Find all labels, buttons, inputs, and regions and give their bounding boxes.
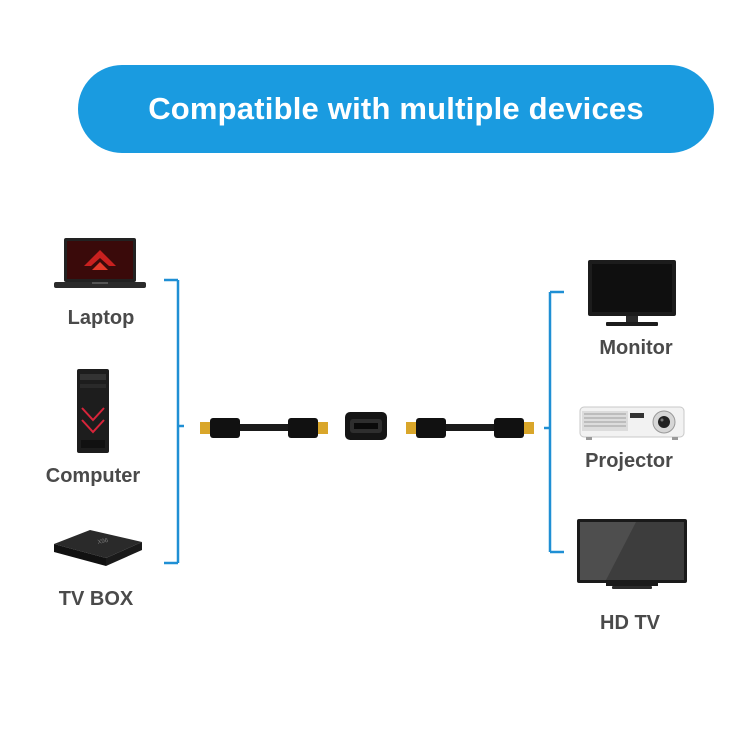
laptop-device [54,236,146,290]
projector-device [578,403,688,441]
title-banner: Compatible with multiple devices [78,65,714,153]
computer-tower-icon [76,368,110,454]
laptop-icon [54,236,146,290]
hdtv-label: HD TV [600,612,660,634]
banner-title: Compatible with multiple devices [148,91,644,126]
monitor-label: Monitor [599,337,673,359]
hd-tv-icon [576,518,688,590]
projector-label: Projector [585,450,673,472]
hdtv-device [576,518,688,590]
right-bracket [544,290,564,554]
computer-label: Computer [45,465,141,487]
hdmi-coupler [344,410,388,442]
projector-icon [578,403,688,441]
svg-text:X96: X96 [97,538,109,546]
tvbox-label: TV BOX [58,588,134,610]
hdmi-cable-left [200,410,328,446]
laptop-label: Laptop [67,307,135,329]
left-bracket [164,278,184,565]
hdmi-cable-right [406,410,534,446]
monitor-icon [586,258,678,328]
tvbox-device: X96 [52,524,144,568]
tv-box-icon: X96 [52,524,144,568]
computer-device [76,368,110,454]
monitor-device [586,258,678,328]
